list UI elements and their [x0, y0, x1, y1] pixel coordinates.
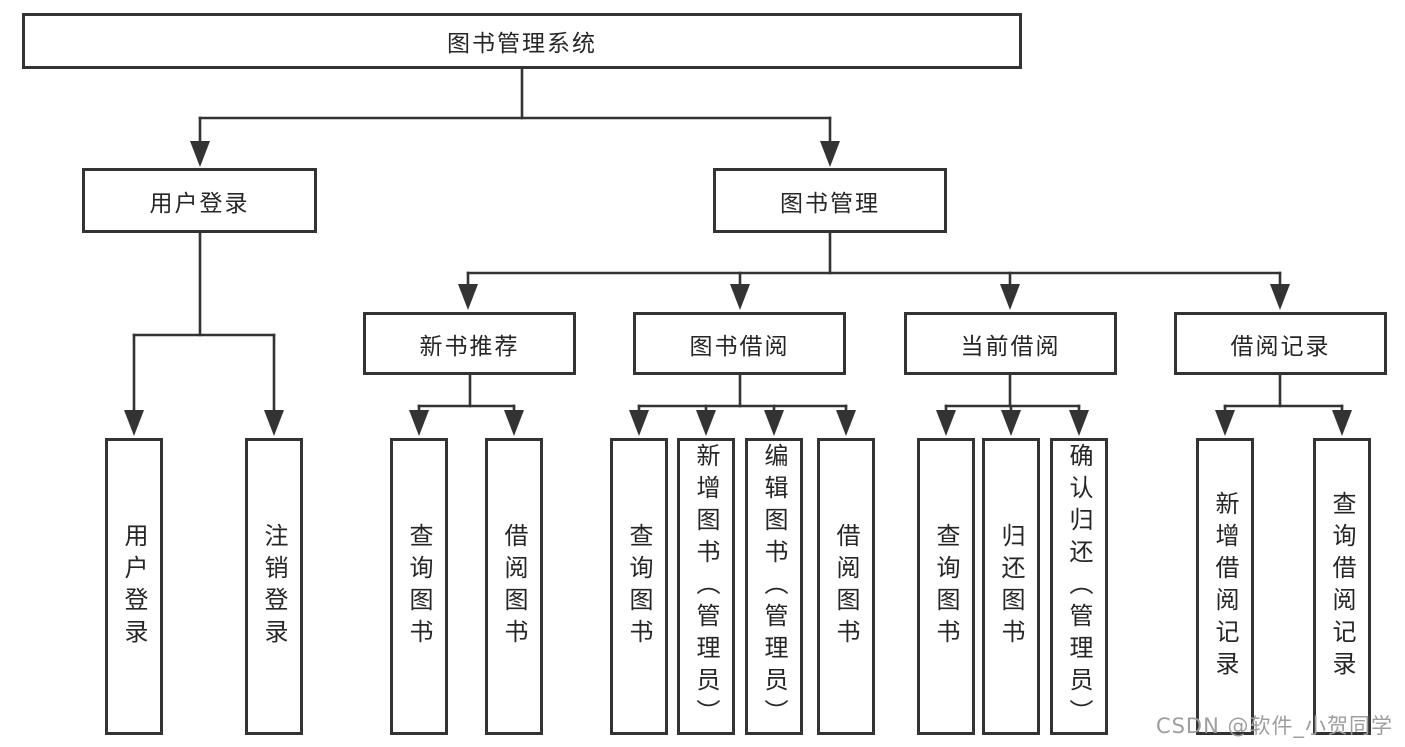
arrowhead: [124, 410, 144, 436]
node-query-books-current: 查询图书: [917, 438, 975, 735]
node-borrowing-records: 借阅记录: [1174, 312, 1387, 375]
node-label: 查询图书: [932, 522, 960, 651]
arrowhead: [696, 410, 716, 436]
node-label: 图书管理: [780, 190, 880, 217]
node-user-login-function: 用户登录: [105, 438, 163, 735]
node-label: 用户登录: [149, 190, 250, 217]
arrowhead: [1000, 284, 1020, 310]
node-label: 查询借阅记录: [1328, 490, 1356, 683]
arrowhead: [764, 410, 784, 436]
node-label: 新增借阅记录: [1211, 490, 1239, 683]
arrowhead: [190, 141, 210, 167]
node-borrow-books-borrowing: 借阅图书: [817, 438, 875, 735]
arrowhead: [1215, 410, 1235, 436]
arrowhead: [629, 410, 649, 436]
node-user-login: 用户登录: [82, 168, 317, 233]
node-label: 查询图书: [625, 522, 653, 651]
node-borrow-books-recommend: 借阅图书: [485, 438, 543, 735]
node-label: 查询图书: [405, 522, 433, 651]
arrowhead: [458, 284, 478, 310]
arrowhead: [1270, 284, 1290, 310]
node-return-books: 归还图书: [982, 438, 1040, 735]
arrowhead: [504, 410, 524, 436]
arrowhead: [1069, 410, 1089, 436]
node-label: 新书推荐: [419, 333, 520, 360]
node-book-borrowing: 图书借阅: [633, 312, 846, 375]
node-book-management: 图书管理: [713, 168, 947, 233]
node-add-book-admin: 新增图书（管理员）: [677, 438, 735, 735]
node-label: 借阅图书: [500, 522, 528, 651]
node-library-management-system: 图书管理系统: [22, 13, 1022, 69]
node-label: 归还图书: [997, 522, 1025, 651]
node-label: 图书借阅: [689, 333, 790, 360]
node-confirm-return-admin: 确认归还（管理员）: [1050, 438, 1108, 735]
node-label: 确认归还（管理员）: [1065, 442, 1093, 731]
arrowhead: [820, 141, 840, 167]
arrowhead: [409, 410, 429, 436]
node-label: 图书管理系统: [447, 31, 597, 57]
arrowhead: [730, 284, 750, 310]
node-label: 注销登录: [260, 522, 288, 651]
arrowhead: [264, 410, 284, 436]
node-label: 借阅图书: [832, 522, 860, 651]
node-edit-book-admin: 编辑图书（管理员）: [745, 438, 803, 735]
node-query-books-borrowing: 查询图书: [610, 438, 668, 735]
node-label: 新增图书（管理员）: [692, 442, 720, 731]
node-query-books-recommend: 查询图书: [390, 438, 448, 735]
arrowhead: [1001, 410, 1021, 436]
node-logout-function: 注销登录: [245, 438, 303, 735]
arrowhead: [936, 410, 956, 436]
node-query-borrow-record: 查询借阅记录: [1313, 438, 1371, 735]
node-label: 用户登录: [120, 522, 148, 651]
node-current-borrowing: 当前借阅: [904, 312, 1117, 375]
arrowhead: [836, 410, 856, 436]
node-label: 借阅记录: [1230, 333, 1331, 360]
node-label: 当前借阅: [960, 333, 1061, 360]
node-label: 编辑图书（管理员）: [760, 442, 788, 731]
arrowhead: [1332, 410, 1352, 436]
node-add-borrow-record: 新增借阅记录: [1196, 438, 1254, 735]
node-new-book-recommendation: 新书推荐: [363, 312, 576, 375]
csdn-watermark: CSDN @软件_小贺同学: [1155, 714, 1393, 738]
